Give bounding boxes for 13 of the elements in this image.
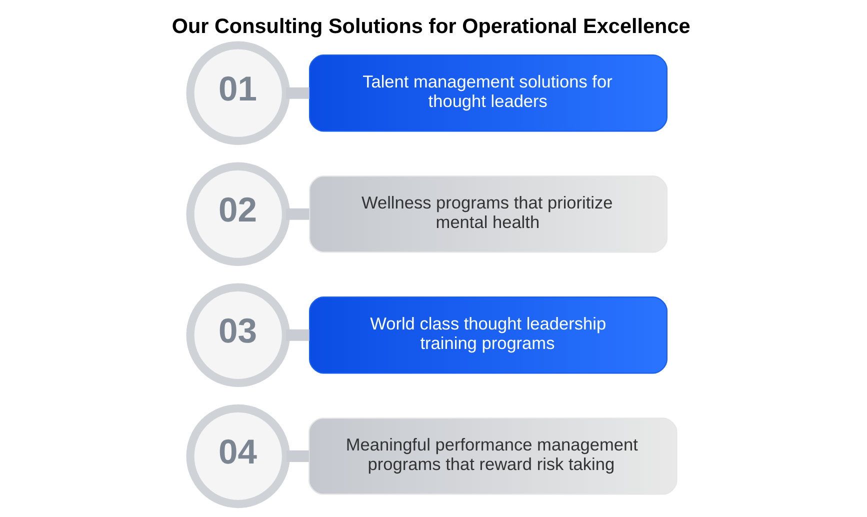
node-box: Meaningful performance management programs that reward risk taking [308, 418, 678, 495]
node-circle: 01 [186, 41, 290, 145]
node-box: World class thought leadership training programs [309, 296, 668, 374]
connector [286, 450, 309, 462]
connector [286, 208, 310, 220]
node-circle: 04 [186, 404, 290, 508]
node-box: Wellness programs that prioritize mental health [309, 176, 668, 253]
diagram-title: Our Consulting Solutions for Operational Excellence [172, 15, 690, 38]
connector [286, 87, 310, 99]
connector [286, 329, 310, 341]
node-circle: 02 [186, 162, 290, 266]
node-circle: 03 [186, 283, 290, 388]
node-box: Talent management solutions for thought leaders [309, 54, 668, 132]
